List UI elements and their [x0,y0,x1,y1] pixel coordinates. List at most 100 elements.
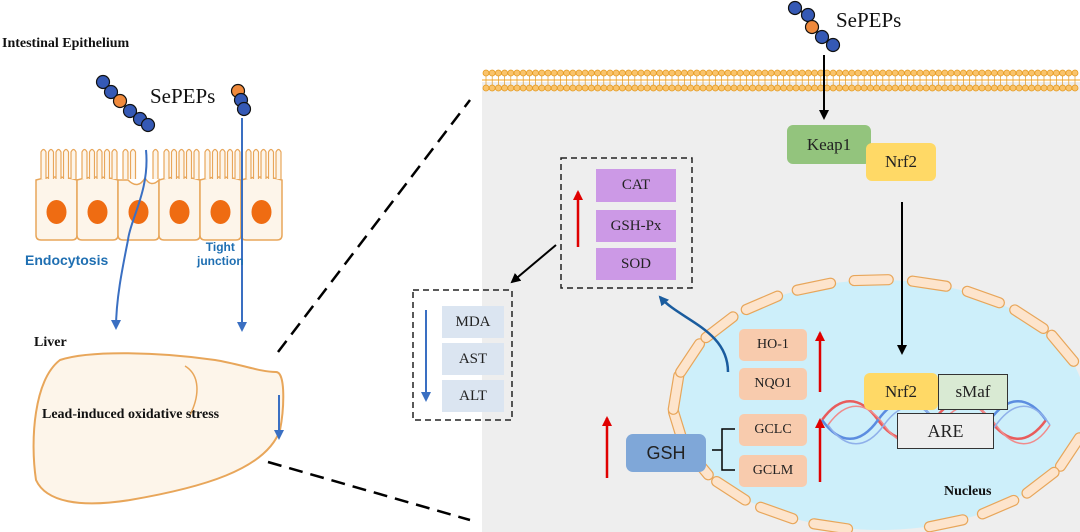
membrane-head [612,69,620,77]
membrane-head [501,69,509,77]
membrane-head [513,84,521,92]
membrane-head [526,69,533,77]
microvillus [275,148,282,179]
membrane-head [550,69,558,77]
membrane-head [550,84,558,92]
membrane-head [563,84,570,92]
membrane-head [904,84,911,92]
membrane-head [873,84,880,92]
membrane-head [718,84,725,92]
enzymes-group-box [560,157,693,289]
membrane-head [674,69,682,77]
membrane-head [848,84,856,92]
peptide-residue [140,117,156,133]
keap1-box: Keap1 [787,125,871,164]
microvillus [163,148,170,179]
membrane-head [1040,69,1048,77]
membrane-head [594,84,601,92]
membrane-head [1003,69,1011,77]
membrane-head [879,84,887,92]
membrane-head [488,84,496,92]
membrane-head [656,84,663,92]
membrane-head [519,69,527,77]
sepeps-label-left: SePEPs [150,84,216,108]
microvillus [234,148,241,179]
membrane-head [885,69,893,77]
membrane-head [984,69,992,77]
membrane-head [749,84,756,92]
membrane-head [922,69,930,77]
membrane-head [513,69,521,77]
membrane-head [569,69,577,77]
membrane-head [774,69,781,77]
gene-nqo1: NQO1 [739,368,807,400]
microvillus [219,148,226,179]
membrane-head [867,69,874,77]
membrane-head [780,69,787,77]
nuclear-envelope-segment [976,494,1020,520]
membrane-head [1034,84,1042,92]
membrane-head [1046,69,1054,77]
microvillus [122,148,129,179]
endocytosis-label: Endocytosis [25,252,109,268]
membrane-head [637,69,645,77]
microvillus [152,148,159,179]
markers-group-box [412,289,513,421]
membrane-head [867,84,874,92]
membrane-head [817,84,825,92]
nuclear-envelope-segment [848,274,894,287]
nuclear-envelope-segment [808,518,854,532]
membrane-head [650,84,657,92]
membrane-head [854,69,862,77]
microvillus [129,148,137,179]
membrane-head [829,69,837,77]
membrane-head [1046,84,1054,92]
membrane-head [891,69,899,77]
membrane-head [922,84,930,92]
tight-junction-line1: Tight [205,240,235,254]
microvillus [55,148,62,179]
zoom-line-bottom [267,460,471,522]
sepeps-molecule-left-small [230,83,252,117]
membrane-head [712,84,719,92]
membrane-head [1022,69,1029,77]
oxidative-stress-label: Lead-induced oxidative stress [42,407,220,422]
membrane-head [724,84,732,92]
membrane-head [929,84,936,92]
membrane-head [916,69,924,77]
membrane-head [953,69,961,77]
peptide-residue [800,7,816,23]
membrane-head [953,84,961,92]
membrane-head [991,84,998,92]
membrane-head [482,84,490,92]
membrane-head [910,84,918,92]
membrane-head [569,84,577,92]
intestinal-epithelium-title: Intestinal Epithelium [2,36,130,51]
membrane-head [668,84,676,92]
membrane-head [687,84,694,92]
nuclear-envelope-segment [961,285,1005,309]
sepeps-molecule-left [95,74,156,133]
nuclear-envelope-segment [1009,304,1049,334]
membrane-head [743,84,750,92]
tight-junction-label: Tight junction [197,240,244,268]
membrane-head [1022,84,1029,92]
microvillus [267,148,275,179]
membrane-head [792,84,800,92]
membrane-head [904,69,911,77]
membrane-head [755,69,763,77]
membrane-head [798,69,806,77]
peptide-residue [825,37,841,53]
are-box: ARE [897,413,994,449]
membrane-head [978,84,986,92]
membrane-head [929,69,936,77]
nrf2-cytoplasm-box: Nrf2 [866,143,936,181]
membrane-head [681,69,688,77]
membrane-head [730,84,738,92]
membrane-head [798,84,806,92]
membrane-head [811,84,818,92]
nuclear-envelope-segment [1046,329,1080,367]
membrane-head [637,84,645,92]
microvillus [70,148,77,179]
